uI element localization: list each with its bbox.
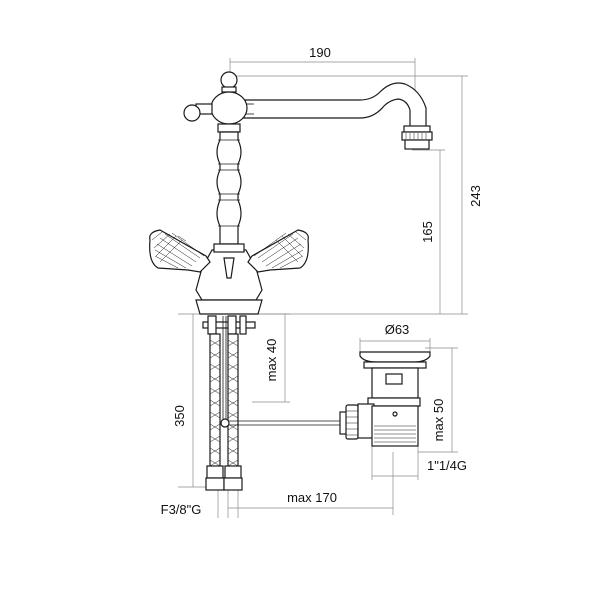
finial-neck [221, 86, 237, 93]
hose-ferrule [224, 465, 242, 479]
hose-connector [205, 477, 225, 491]
waste-flange [363, 361, 427, 369]
dim-width-label: 190 [309, 45, 331, 60]
dimension-labels: 190 243 165 Ø63 max 40 350 max 50 1"1/4G… [161, 45, 483, 517]
hose-connector [223, 477, 243, 491]
spout [243, 82, 427, 129]
base-collar [213, 243, 245, 253]
column [216, 131, 242, 245]
fixing-nut [207, 315, 217, 335]
fixing-nut [227, 315, 237, 335]
pop-up-waste [357, 351, 431, 447]
aerator-ring [404, 139, 430, 150]
finial-knob [220, 71, 238, 89]
waste-window [385, 373, 403, 385]
dim-waste-length-label: max 50 [431, 399, 446, 442]
waste-nut [367, 397, 421, 407]
hose-ferrule [206, 465, 224, 479]
spout-tip [223, 257, 235, 279]
dim-hose-length-label: 350 [172, 405, 187, 427]
faucet [149, 71, 433, 491]
right-handle [247, 229, 309, 273]
dim-spout-height-label: 165 [420, 221, 435, 243]
dim-rod-reach-label: max 170 [287, 490, 337, 505]
waste-pivot [392, 411, 398, 417]
side-knob [183, 104, 201, 122]
fixing-nut [239, 315, 247, 335]
dim-deck-thickness-label: max 40 [264, 339, 279, 382]
supply-hoses [205, 333, 243, 491]
base-flange [195, 299, 263, 315]
dim-supply-thread-label: F3/8"G [161, 502, 202, 517]
dim-waste-diameter-label: Ø63 [385, 322, 410, 337]
aerator-ring [401, 131, 433, 141]
aerator-ring [403, 125, 431, 133]
hub-ring [217, 123, 241, 133]
dim-waste-thread-label: 1"1/4G [427, 458, 467, 473]
dim-total-height-label: 243 [468, 185, 483, 207]
waste-cap [359, 351, 431, 363]
rod-nut [345, 404, 359, 440]
spout-hub [210, 91, 248, 125]
left-handle [149, 229, 211, 273]
